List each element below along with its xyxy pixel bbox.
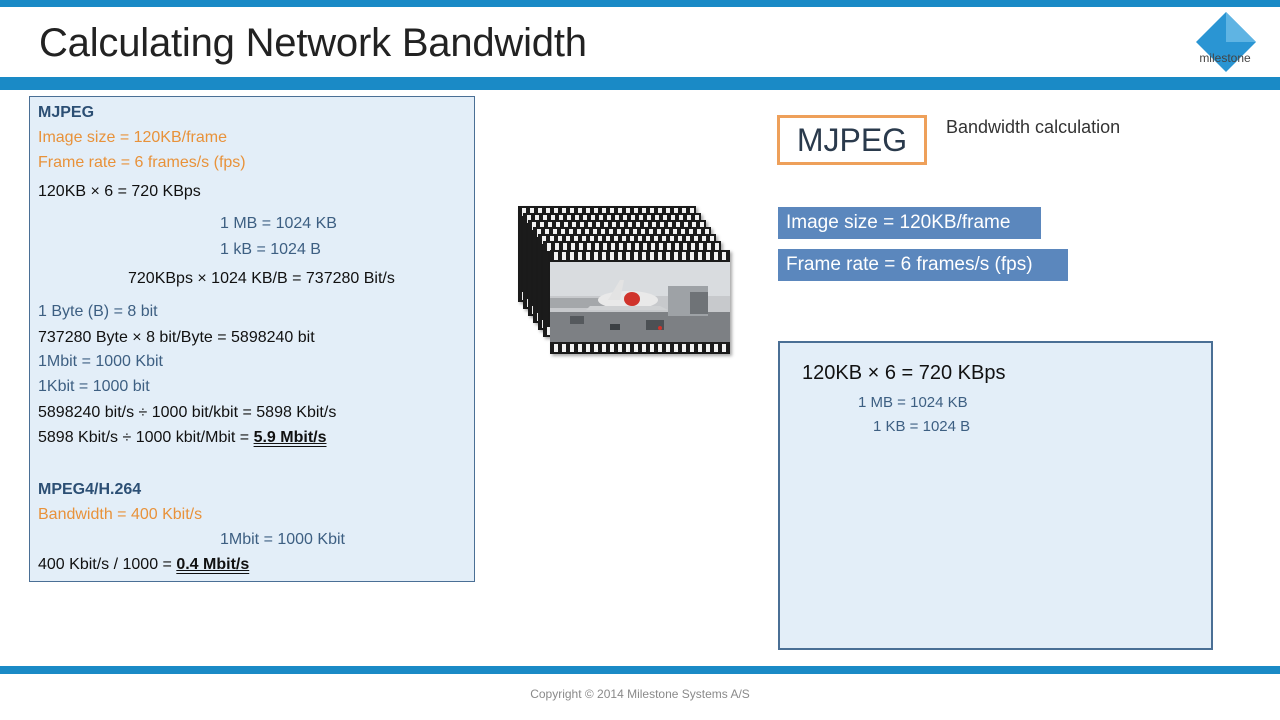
bandwidth-calculation-label: Bandwidth calculation: [946, 117, 1121, 137]
image-size-pill: Image size = 120KB/frame: [778, 207, 1041, 239]
codec-label-box: MJPEG: [777, 115, 927, 165]
mpeg4-heading: MPEG4/H.264: [38, 481, 142, 498]
bottom-accent-bar: [0, 666, 1280, 674]
kb-b-line: 1 kB = 1024 B: [220, 241, 321, 258]
calc-kbps-line: 120KB × 6 = 720 KBps: [38, 183, 201, 200]
mb-kb-line: 1 MB = 1024 KB: [220, 215, 337, 232]
mjpeg-result: 5.9 Mbit/s: [253, 429, 327, 446]
milestone-logo-icon: [1196, 12, 1256, 72]
calculation-work-panel: 120KB × 6 = 720 KBps 1 MB = 1024 KB 1 KB…: [778, 341, 1213, 650]
slide-title: Calculating Network Bandwidth: [39, 21, 587, 65]
calc-mbit-prefix: 5898 Kbit/s ÷ 1000 kbit/Mbit =: [38, 429, 254, 446]
calc-bits-line: 720KBps × 1024 KB/B = 737280 Bit/s: [128, 270, 395, 287]
top-accent-bar: [0, 0, 1280, 7]
film-frame-front: [550, 250, 730, 354]
kbit-bit-line: 1Kbit = 1000 bit: [38, 378, 150, 395]
calc-kbit-line: 5898240 bit/s ÷ 1000 bit/kbit = 5898 Kbi…: [38, 404, 337, 421]
title-underline-bar: [0, 77, 1280, 90]
byte-bit-line: 1 Byte (B) = 8 bit: [38, 303, 158, 320]
notes-panel: MJPEG Image size = 120KB/frame Frame rat…: [29, 96, 475, 582]
mbit-kbit-line: 1Mbit = 1000 Kbit: [38, 353, 163, 370]
mbit-kbit-line-2: 1Mbit = 1000 Kbit: [220, 531, 345, 548]
image-size-line: Image size = 120KB/frame: [38, 129, 227, 146]
bandwidth-line: Bandwidth = 400 Kbit/s: [38, 506, 203, 523]
calc-mpeg-prefix: 400 Kbit/s / 1000 =: [38, 556, 177, 573]
film-strip-illustration: [516, 204, 736, 364]
logo-wordmark: milestone: [1199, 51, 1251, 65]
work-line-kbps: 120KB × 6 = 720 KBps: [802, 362, 1006, 384]
calc-mbit-line: 5898 Kbit/s ÷ 1000 kbit/Mbit = 5.9 Mbit/…: [38, 429, 326, 447]
copyright-text: Copyright © 2014 Milestone Systems A/S: [530, 687, 750, 701]
frame-rate-line: Frame rate = 6 frames/s (fps): [38, 154, 246, 171]
calc-bit-line: 737280 Byte × 8 bit/Byte = 5898240 bit: [38, 329, 315, 346]
airplane-photo-icon: [550, 262, 730, 342]
mpeg-result: 0.4 Mbit/s: [176, 556, 250, 573]
frame-rate-pill: Frame rate = 6 frames/s (fps): [778, 249, 1068, 281]
work-line-kb-b: 1 KB = 1024 B: [873, 418, 971, 435]
mjpeg-heading: MJPEG: [38, 104, 95, 121]
calc-mpeg-line: 400 Kbit/s / 1000 = 0.4 Mbit/s: [38, 556, 249, 574]
work-line-mb-kb: 1 MB = 1024 KB: [858, 394, 968, 411]
